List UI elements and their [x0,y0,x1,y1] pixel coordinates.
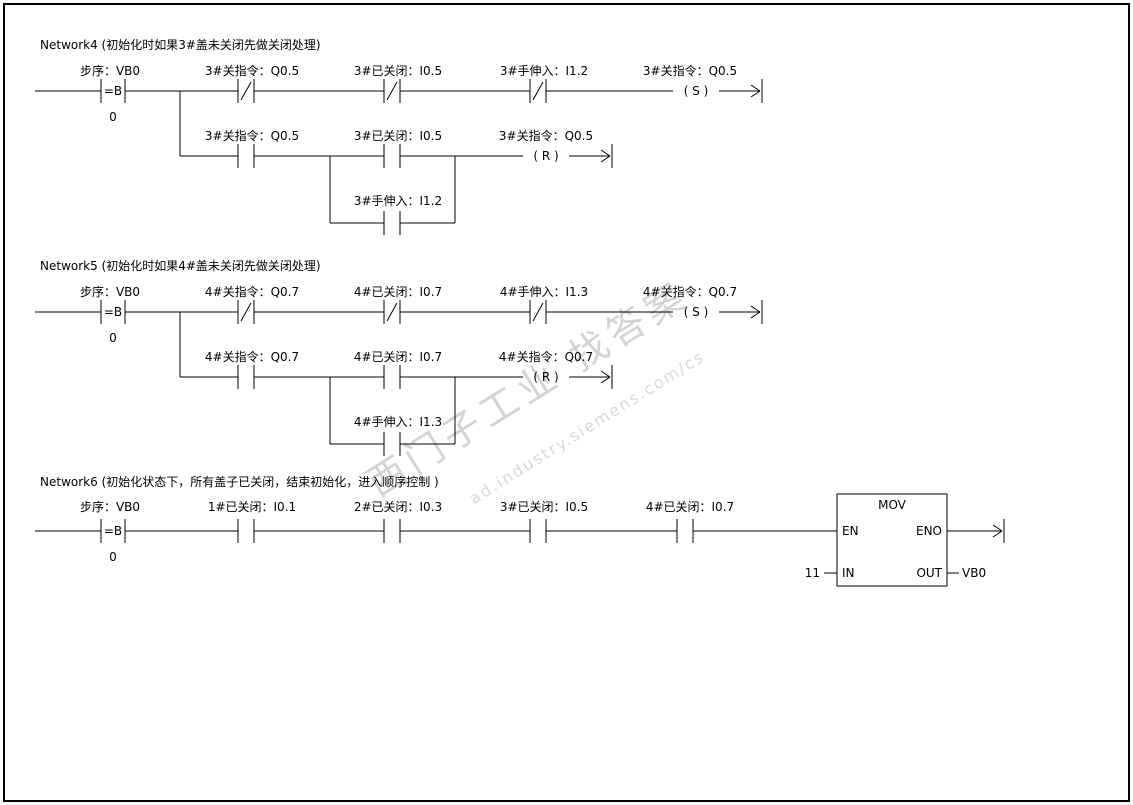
no-contact[interactable] [383,519,401,543]
coil-label: 3#关指令：Q0.5 [643,63,737,78]
no-contact[interactable] [676,519,694,543]
nc-contact[interactable] [529,300,547,324]
set-coil[interactable]: ( S ) [684,305,709,319]
contact-label: 4#已关闭：I0.7 [646,500,734,514]
contact-label: 3#已关闭：I0.5 [500,500,588,514]
continuation-arrow-icon [600,144,613,168]
reset-coil[interactable]: ( R ) [533,149,558,163]
wires [35,90,760,224]
contact-label: 4#手伸入：I1.3 [354,415,442,429]
wires [35,311,760,445]
contact-label: 3#已关闭：I0.5 [354,64,442,78]
compare-operator: =B [104,84,122,98]
compare-contact[interactable]: =B [100,300,126,324]
contact-label: 步序：VB0 [80,499,140,514]
continuation-arrow-icon [750,300,763,324]
no-contact[interactable] [237,519,255,543]
network5: Network5 (初始化时如果4#盖未关闭先做关闭处理) 步序：VB0 4#关… [35,258,763,456]
coil-symbol: ( R ) [533,149,558,163]
contact-label: 步序：VB0 [80,63,140,78]
coil-symbol: ( R ) [533,370,558,384]
contact-label: 4#关指令：Q0.7 [205,349,299,364]
wires [35,530,1002,574]
mov-out-value: VB0 [962,566,986,580]
compare-contact[interactable]: =B [100,519,126,543]
contact-label: 3#已关闭：I0.5 [354,129,442,143]
compare-operand: 0 [109,331,117,345]
no-contact[interactable] [383,144,401,168]
continuation-arrow-icon [750,79,763,103]
mov-in-value: 11 [805,566,820,580]
no-contact[interactable] [383,211,401,235]
contact-label: 1#已关闭：I0.1 [208,500,296,514]
reset-coil[interactable]: ( R ) [533,370,558,384]
no-contact[interactable] [237,144,255,168]
contact-label: 4#手伸入：I1.3 [500,285,588,299]
mov-in-pin: IN [842,566,855,580]
compare-operand: 0 [109,550,117,564]
compare-operator: =B [104,305,122,319]
coil-symbol: ( S ) [684,84,709,98]
contact-label: 3#手伸入：I1.2 [354,194,442,208]
no-contact[interactable] [529,519,547,543]
contact-label: 3#关指令：Q0.5 [205,63,299,78]
contact-label: 4#已关闭：I0.7 [354,285,442,299]
contact-label: 4#已关闭：I0.7 [354,350,442,364]
no-contact[interactable] [383,432,401,456]
network6: Network6 (初始化状态下，所有盖子已关闭，结束初始化，进入顺序控制 ) … [35,474,1005,587]
continuation-arrow-icon [600,365,613,389]
mov-title: MOV [878,498,907,512]
contact-label: 4#关指令：Q0.7 [205,284,299,299]
contact-label: 3#手伸入：I1.2 [500,64,588,78]
compare-operator: =B [104,524,122,538]
coil-label: 3#关指令：Q0.5 [499,128,593,143]
no-contact[interactable] [383,365,401,389]
nc-contact[interactable] [237,300,255,324]
nc-contact[interactable] [383,79,401,103]
network-title: Network5 (初始化时如果4#盖未关闭先做关闭处理) [40,258,321,273]
no-contact[interactable] [237,365,255,389]
compare-operand: 0 [109,110,117,124]
compare-contact[interactable]: =B [100,79,126,103]
network-title: Network6 (初始化状态下，所有盖子已关闭，结束初始化，进入顺序控制 ) [40,474,439,489]
watermark: 西门子工业 找答案 ad.industry.siemens.com/cs [360,272,709,508]
contact-label: 步序：VB0 [80,284,140,299]
mov-out-pin: OUT [916,566,942,580]
network-title: Network4 (初始化时如果3#盖未关闭先做关闭处理) [40,37,321,52]
contact-label: 2#已关闭：I0.3 [354,500,442,514]
nc-contact[interactable] [237,79,255,103]
nc-contact[interactable] [383,300,401,324]
mov-box[interactable]: MOV EN ENO IN OUT [836,493,948,587]
mov-en-pin: EN [842,524,859,538]
coil-label: 4#关指令：Q0.7 [643,284,737,299]
coil-label: 4#关指令：Q0.7 [499,349,593,364]
network4: Network4 (初始化时如果3#盖未关闭先做关闭处理) 步序：VB0 3#关… [35,37,763,235]
mov-eno-pin: ENO [916,524,942,538]
contact-label: 3#关指令：Q0.5 [205,128,299,143]
continuation-arrow-icon [992,519,1005,543]
nc-contact[interactable] [529,79,547,103]
coil-symbol: ( S ) [684,305,709,319]
window-border [3,3,1130,802]
set-coil[interactable]: ( S ) [684,84,709,98]
